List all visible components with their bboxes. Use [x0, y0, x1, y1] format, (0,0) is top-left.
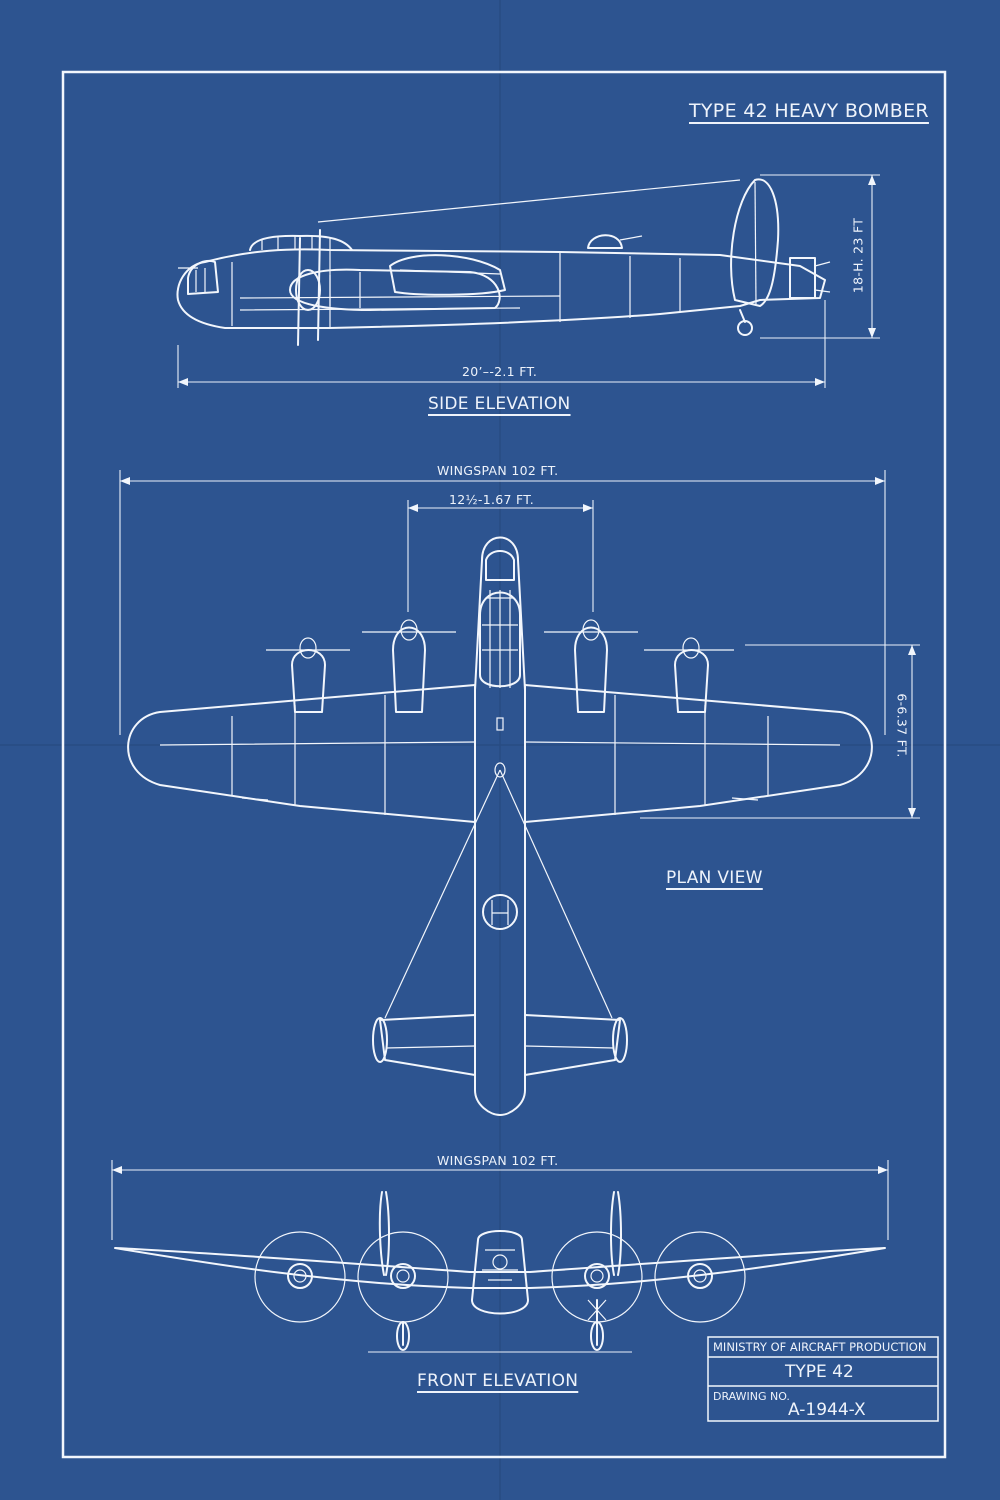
drawing-border [61, 70, 947, 1459]
plan-engine-spacing-dim-label: 12½-1.67 FT. [449, 492, 535, 507]
side-elevation-label: SIDE ELEVATION [428, 394, 571, 414]
side-elevation-drawing [176, 174, 880, 388]
drawing-title: TYPE 42 HEAVY BOMBER [689, 100, 929, 122]
plan-chord-dim-label: 6-6.37 FT. [894, 693, 910, 758]
side-length-dim-label: 20’–-2.1 FT. [462, 364, 538, 379]
title-block-drawing-no-label: DRAWING NO. [713, 1390, 790, 1403]
title-block-type: TYPE 42 [785, 1362, 854, 1382]
front-wingspan-dim-label: WINGSPAN 102 FT. [437, 1153, 559, 1168]
title-block-frame [707, 1336, 939, 1422]
plan-wingspan-dim-label: WINGSPAN 102 FT. [437, 463, 559, 478]
plan-view-label: PLAN VIEW [666, 868, 763, 888]
title-block-drawing-no: A-1944-X [788, 1400, 866, 1420]
front-elevation-drawing [111, 1160, 889, 1353]
side-height-dim-label: 18-H. 23 FT [850, 217, 866, 294]
front-elevation-label: FRONT ELEVATION [417, 1371, 579, 1391]
title-block-authority: MINISTRY OF AIRCRAFT PRODUCTION [713, 1340, 927, 1354]
plan-view-drawing [119, 470, 920, 1116]
